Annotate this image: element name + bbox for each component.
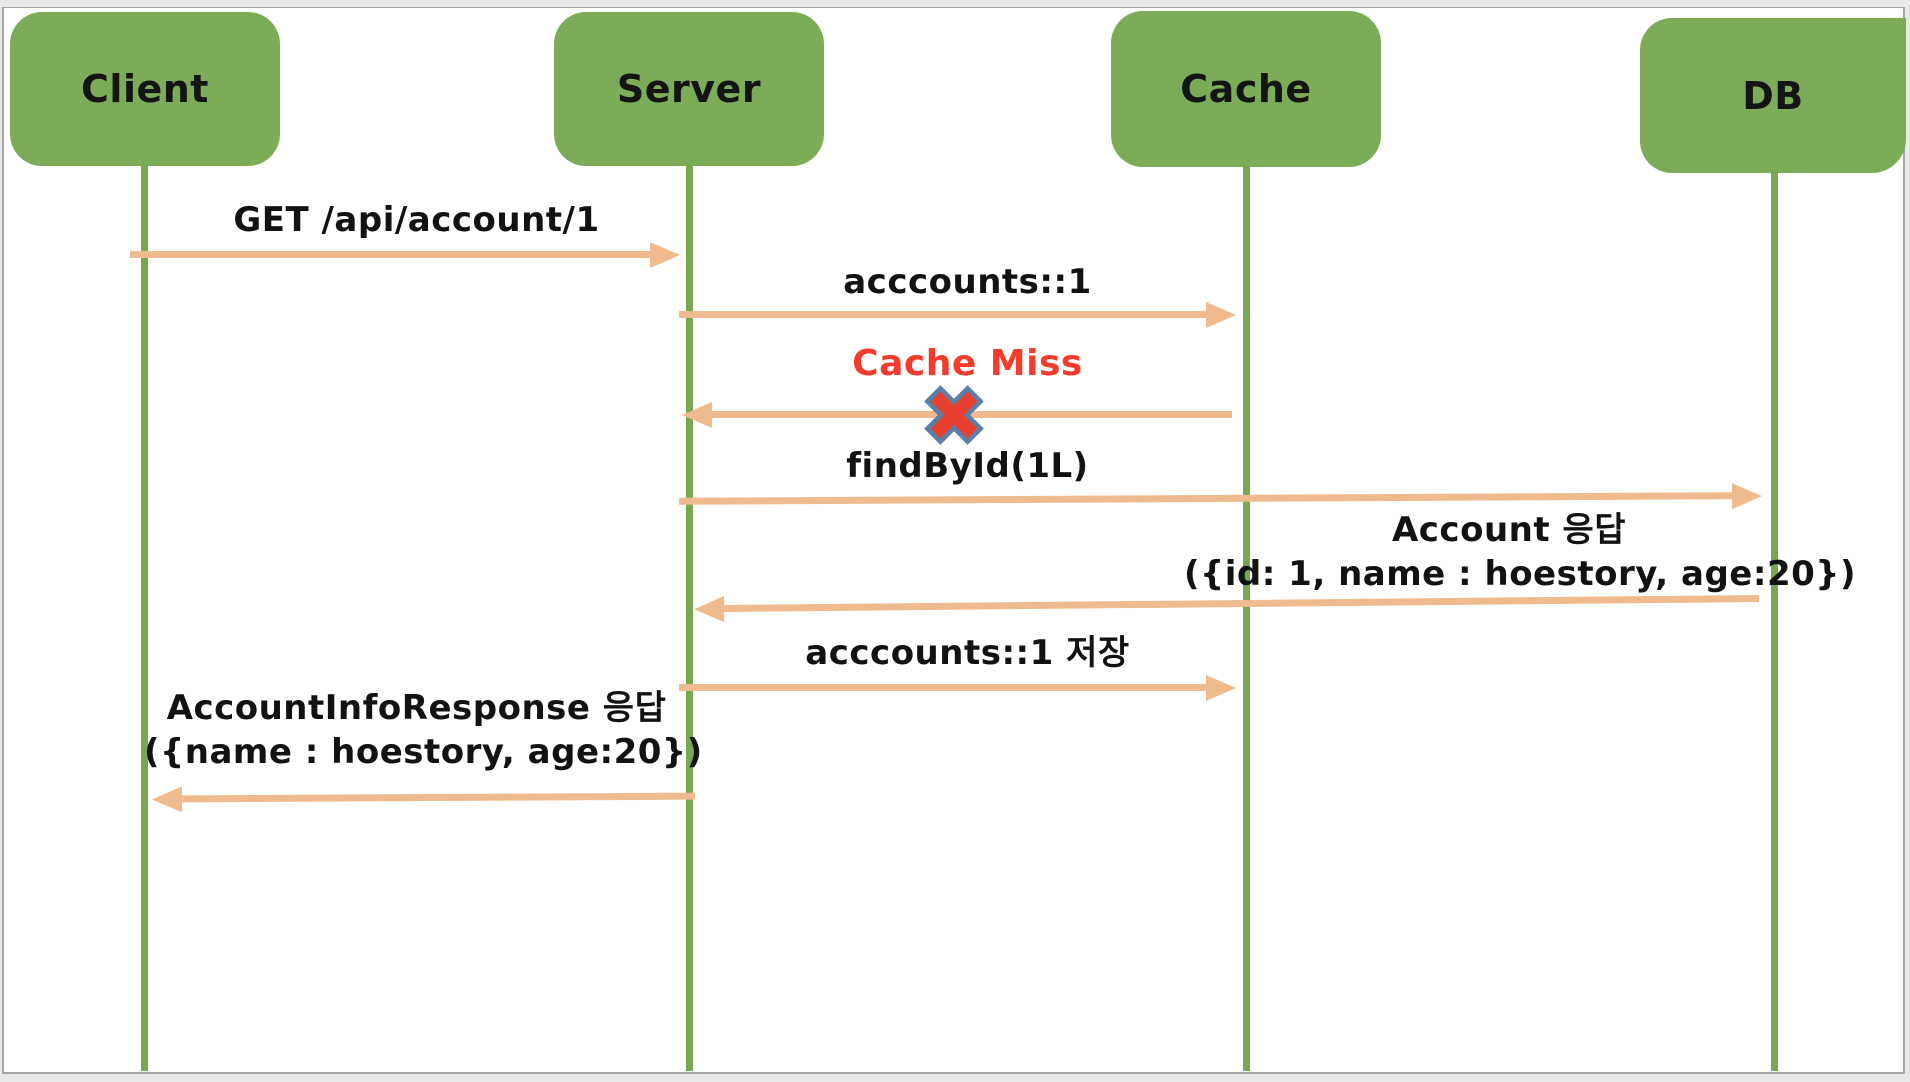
- message-arrow-get-account: [130, 251, 650, 258]
- message-arrow-account-info-response: [181, 792, 696, 803]
- message-arrow-accounts-key: [679, 311, 1206, 318]
- message-arrow-find-by-id: [678, 492, 1733, 505]
- message-arrow-accounts-store: [679, 684, 1206, 691]
- message-label-accounts-key: acccounts::1: [843, 262, 1092, 302]
- lifeline-cache: [1243, 165, 1250, 1071]
- account-response-line1: Account 응답: [1391, 510, 1627, 550]
- message-label-cache-miss: Cache Miss: [852, 343, 1083, 384]
- actor-box-client: Client: [10, 12, 280, 166]
- diagram-canvas: Client Server Cache DB GET /api/account/…: [2, 7, 1906, 1074]
- lifeline-server: [686, 164, 693, 1071]
- actor-box-cache: Cache: [1111, 11, 1381, 167]
- actor-box-server: Server: [554, 12, 824, 166]
- actor-label-client: Client: [81, 67, 209, 111]
- message-label-get-account: GET /api/account/1: [233, 200, 600, 240]
- message-arrow-cache-miss: [712, 411, 1232, 418]
- actor-label-db: DB: [1742, 73, 1804, 118]
- message-label-find-by-id: findById(1L): [846, 446, 1089, 486]
- message-arrow-account-response: [723, 595, 1760, 612]
- actor-label-cache: Cache: [1180, 67, 1312, 111]
- cache-miss-x-icon: [924, 385, 984, 445]
- message-label-accounts-store: acccounts::1 저장: [805, 633, 1130, 673]
- message-label-account-response: Account 응답 ({id: 1, name : hoestory, age…: [1184, 508, 1856, 596]
- message-label-account-info-response: AccountInfoResponse 응답 ({name : hoestory…: [144, 686, 703, 774]
- actor-label-server: Server: [616, 67, 762, 111]
- lifeline-db: [1771, 171, 1778, 1071]
- account-info-response-line1: AccountInfoResponse 응답: [166, 688, 667, 728]
- actor-box-db: DB: [1640, 18, 1906, 173]
- account-info-response-line2: ({name : hoestory, age:20}): [144, 732, 703, 772]
- lifeline-client: [141, 164, 148, 1071]
- account-response-line2: ({id: 1, name : hoestory, age:20}): [1184, 554, 1856, 594]
